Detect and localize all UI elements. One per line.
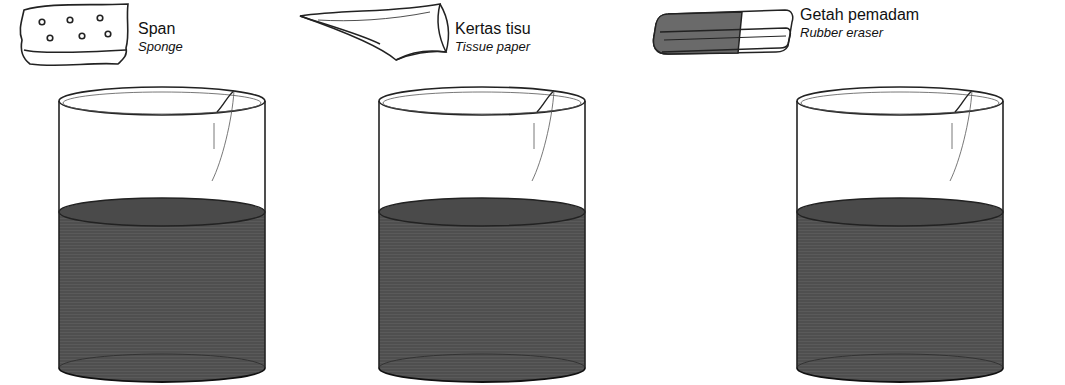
- malay-label: Span: [138, 20, 175, 38]
- malay-label: Getah pemadam: [800, 6, 919, 24]
- liquid: [797, 212, 1003, 382]
- liquid-surface: [379, 198, 585, 226]
- beaker-spout: [537, 91, 554, 112]
- liquid-surface: [59, 198, 265, 226]
- beaker: [59, 87, 265, 382]
- english-label: Tissue paper: [455, 40, 530, 55]
- beaker-bottom-back: [797, 354, 1003, 368]
- liquid: [59, 212, 265, 382]
- beaker-rim-inner: [63, 92, 261, 114]
- beaker-spout: [955, 91, 972, 112]
- beaker-glint: [950, 91, 972, 181]
- beaker: [797, 87, 1003, 382]
- beaker-wall: [378, 101, 380, 368]
- beaker-rim-inner: [801, 92, 999, 114]
- beaker-wall: [584, 101, 586, 368]
- beaker-bottom-back: [379, 354, 585, 368]
- beakers: [59, 87, 1003, 382]
- beaker-mark: [952, 123, 953, 149]
- beaker-bottom-back: [59, 354, 265, 368]
- english-label: Rubber eraser: [800, 26, 883, 41]
- beaker-spout: [217, 91, 234, 112]
- beaker-wall: [796, 101, 798, 368]
- english-label: Sponge: [138, 40, 183, 55]
- tissue-drawing: [300, 4, 448, 60]
- malay-label: Kertas tisu: [455, 20, 531, 38]
- beaker-glint: [212, 91, 234, 181]
- beaker-bottom: [59, 368, 265, 382]
- eraser-drawing: [653, 10, 792, 54]
- beaker-mark: [214, 123, 215, 149]
- beaker-wall: [1002, 101, 1004, 368]
- beaker-wall: [264, 101, 266, 368]
- beaker-rim-inner: [383, 92, 581, 114]
- liquid: [379, 212, 585, 382]
- beaker-bottom: [797, 368, 1003, 382]
- beaker-glint: [532, 91, 554, 181]
- beaker-mark: [534, 123, 535, 149]
- liquid-surface: [797, 198, 1003, 226]
- beaker-bottom: [379, 368, 585, 382]
- beaker-wall: [58, 101, 60, 368]
- sponge-drawing: [20, 4, 128, 65]
- beaker: [379, 87, 585, 382]
